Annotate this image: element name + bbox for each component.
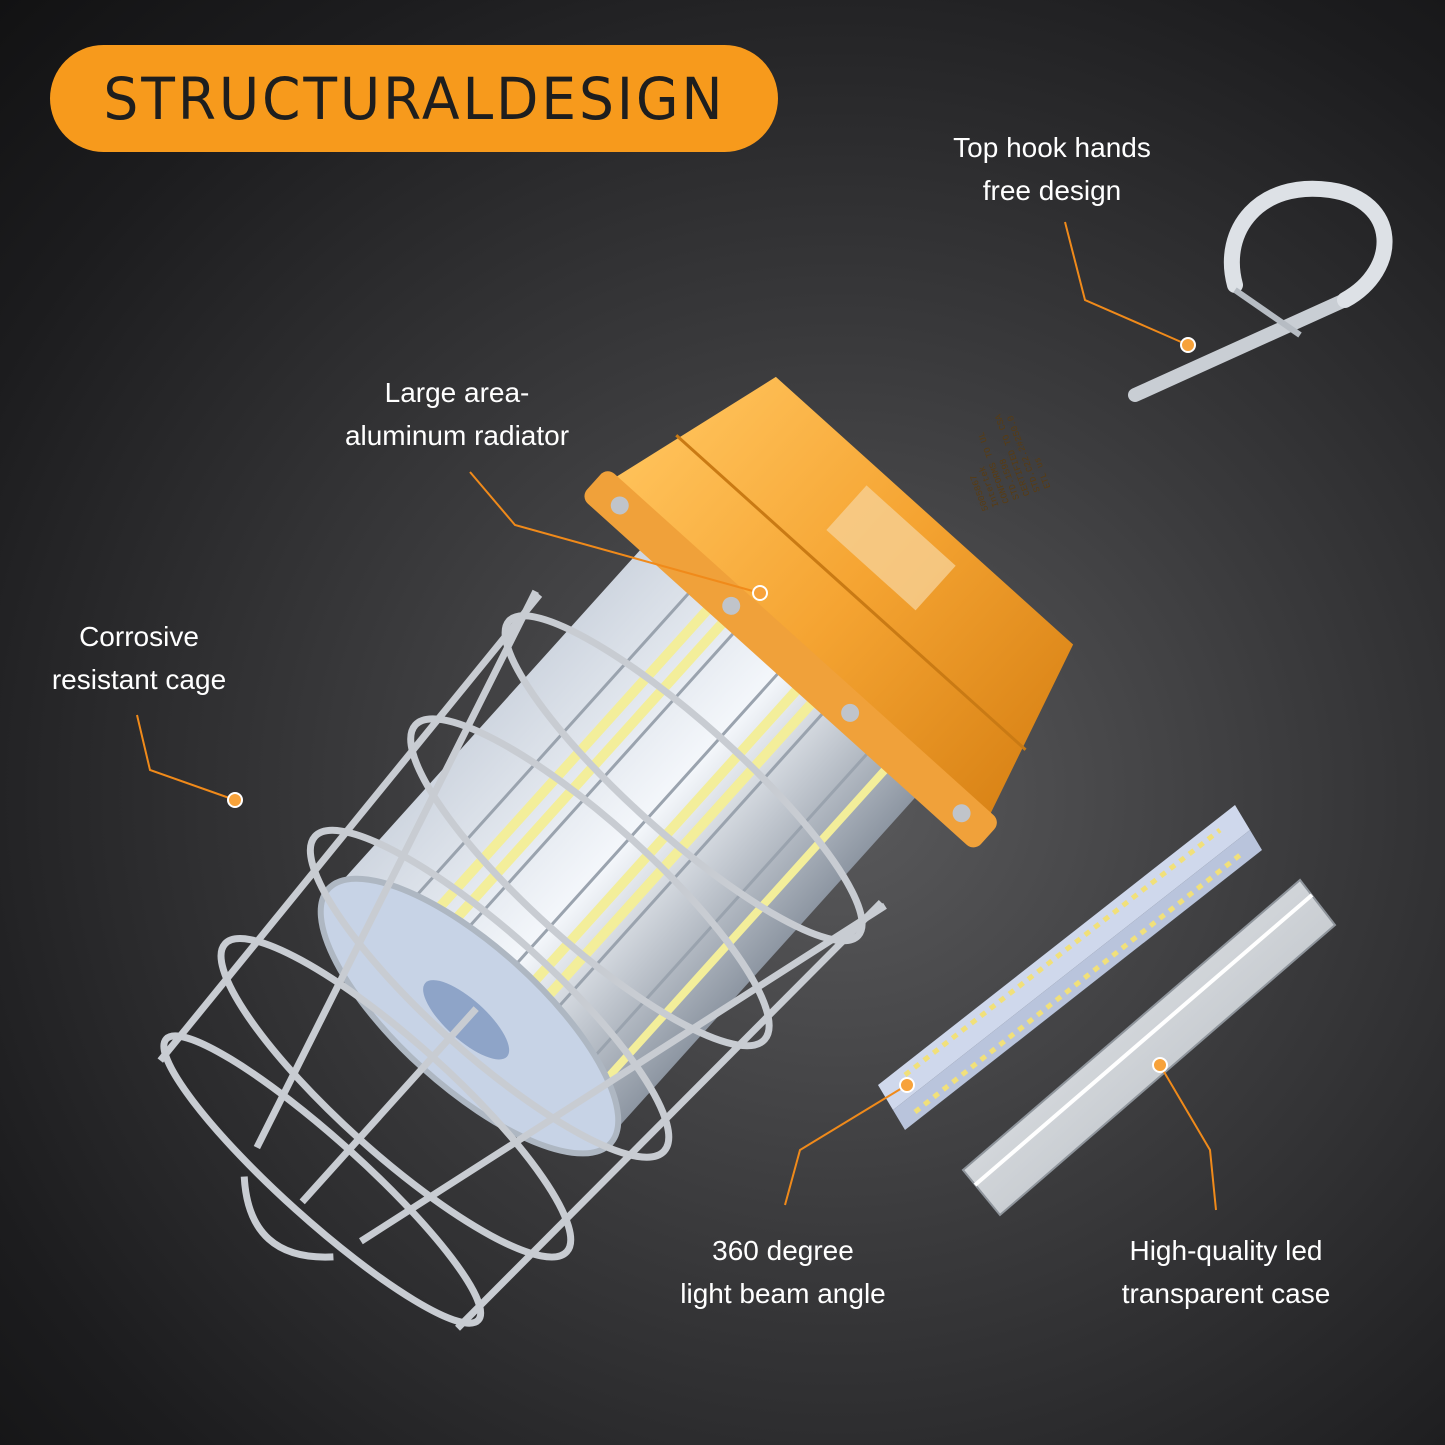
callout-line: High-quality led	[1129, 1235, 1323, 1266]
orange-housing	[584, 376, 1074, 848]
wire-cage	[157, 589, 887, 1331]
callout-line: Large area-	[384, 377, 530, 408]
callout-line: aluminum radiator	[344, 420, 570, 451]
callout-hook: Top hook hands free design	[953, 126, 1151, 212]
callout-line: Corrosive	[79, 621, 199, 652]
callout-line: free design	[982, 175, 1122, 206]
transparent-case	[961, 878, 1337, 1217]
callout-leaders	[136, 221, 1217, 1211]
callout-case: High-quality led transparent case	[1122, 1229, 1331, 1315]
title-banner: STRUCTURALDESIGN	[50, 45, 778, 152]
hook-marker-dot	[1180, 337, 1196, 353]
led-strip	[878, 805, 1262, 1130]
cage-marker-dot	[227, 792, 243, 808]
callout-line: resistant cage	[51, 664, 227, 695]
callout-radiator: Large area- aluminum radiator	[345, 371, 569, 457]
beam-marker-dot	[899, 1077, 915, 1093]
radiator-marker-dot	[752, 585, 768, 601]
page-title: STRUCTURALDESIGN	[102, 64, 726, 133]
top-hook	[1128, 180, 1393, 402]
callout-line: 360 degree	[712, 1235, 854, 1266]
callout-line: transparent case	[1121, 1278, 1331, 1309]
case-marker-dot	[1152, 1057, 1168, 1073]
callout-cage: Corrosive resistant cage	[52, 615, 226, 701]
callout-line: Top hook hands	[953, 132, 1151, 163]
callout-beam: 360 degree light beam angle	[680, 1229, 885, 1315]
callout-line: light beam angle	[680, 1278, 886, 1309]
